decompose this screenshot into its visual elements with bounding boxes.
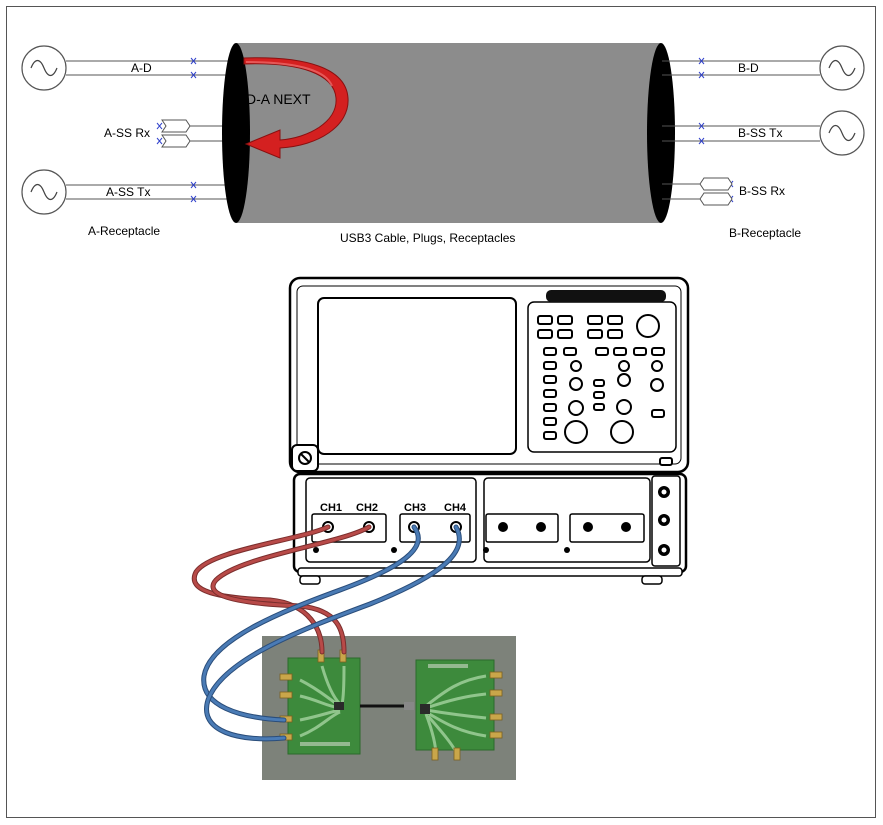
ch2-label: CH2 bbox=[356, 502, 378, 514]
b-ss-tx-source bbox=[819, 110, 865, 156]
b-d-label: B-D bbox=[738, 61, 759, 75]
next-arrow bbox=[243, 57, 349, 159]
right-test-board bbox=[415, 659, 503, 761]
b-ss-rx-label: B-SS Rx bbox=[739, 184, 785, 198]
scope-base bbox=[297, 567, 683, 577]
cable-end-a bbox=[222, 43, 250, 223]
ch4-label: CH4 bbox=[444, 502, 467, 514]
left-test-board bbox=[279, 649, 361, 755]
ch3-label: CH3 bbox=[404, 502, 426, 514]
ch1-label: CH1 bbox=[320, 502, 342, 514]
a-side-connector-marks bbox=[156, 57, 197, 203]
b-ss-tx-label: B-SS Tx bbox=[738, 126, 782, 140]
cable-caption: USB3 Cable, Plugs, Receptacles bbox=[340, 231, 515, 245]
next-label: D-A NEXT bbox=[246, 91, 311, 107]
a-ss-tx-source bbox=[21, 169, 67, 215]
probe-cables bbox=[191, 524, 462, 742]
interconnect-cable bbox=[360, 702, 414, 710]
a-ss-tx-label: A-SS Tx bbox=[106, 185, 150, 199]
scope-power-button[interactable] bbox=[291, 444, 319, 472]
scope-brand-bar bbox=[546, 290, 666, 302]
b-ss-rx-receiver bbox=[699, 177, 733, 206]
a-side-lines bbox=[66, 60, 235, 200]
a-receptacle-caption: A-Receptacle bbox=[88, 224, 160, 238]
a-ss-rx-receiver bbox=[161, 119, 191, 148]
a-ss-rx-label: A-SS Rx bbox=[104, 126, 150, 140]
oscilloscope: CH1 CH2 CH3 CH4 bbox=[288, 276, 690, 585]
scope-buttons[interactable] bbox=[537, 314, 673, 466]
test-fixture-photo bbox=[262, 636, 516, 780]
cable-end-b bbox=[647, 43, 675, 223]
cable-schematic: D-A NEXT A-D A-SS Rx bbox=[21, 43, 865, 245]
b-d-source bbox=[819, 45, 865, 91]
a-d-label: A-D bbox=[131, 61, 152, 75]
b-receptacle-caption: B-Receptacle bbox=[729, 226, 801, 240]
b-side-lines bbox=[662, 60, 820, 200]
scope-screen bbox=[317, 297, 517, 455]
a-d-source bbox=[21, 45, 67, 91]
cable-body bbox=[236, 43, 661, 223]
